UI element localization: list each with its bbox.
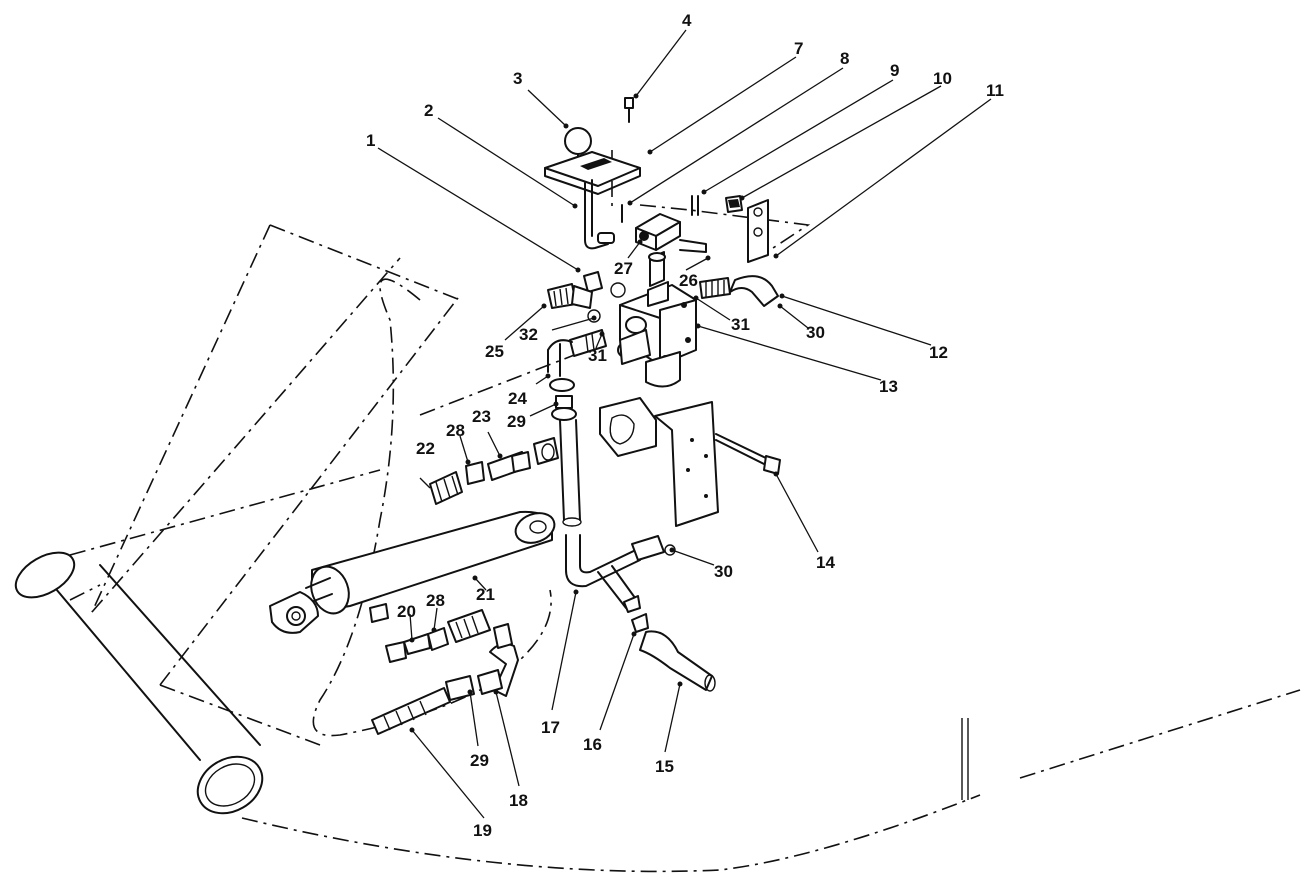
callout-21: 21 [476,585,495,604]
callout-31-left: 31 [588,346,607,365]
mount-bracket [699,195,779,307]
callout-10: 10 [933,69,952,88]
callout-17: 17 [541,718,560,737]
callout-30-upper: 30 [806,323,825,342]
callout-14: 14 [816,553,835,572]
callout-24: 24 [508,389,527,408]
callout-28-lower: 28 [426,591,445,610]
hose-fitting [631,613,716,692]
tube-assembly [547,329,676,613]
callout-7: 7 [794,39,803,58]
callout-19: 19 [473,821,492,840]
callout-9: 9 [890,61,899,80]
valve-linkage [621,195,707,287]
callout-27: 27 [614,259,633,278]
callout-29-lower: 29 [470,751,489,770]
callout-13: 13 [879,377,898,396]
callout-labels: 1 2 3 4 7 8 9 10 11 12 13 14 15 16 17 18… [366,11,1004,840]
callout-23: 23 [472,407,491,426]
control-handle [544,97,641,250]
callout-3: 3 [513,69,522,88]
callout-4: 4 [682,11,692,30]
valve-mount-plate [599,397,781,527]
fittings-upper-left [547,271,626,323]
callout-26: 26 [679,271,698,290]
callout-12: 12 [929,343,948,362]
callout-8: 8 [840,49,849,68]
callout-28-upper: 28 [446,421,465,440]
callout-18: 18 [509,791,528,810]
callout-11: 11 [986,81,1004,100]
fittings-middle [429,437,559,505]
callout-16: 16 [583,735,602,754]
callout-29-upper: 29 [507,412,526,431]
callout-32: 32 [519,325,538,344]
callout-20: 20 [397,602,416,621]
callout-2: 2 [424,101,433,120]
callout-31-right: 31 [731,315,750,334]
fittings-lower [371,609,519,735]
callout-1: 1 [366,131,375,150]
callout-30-lower: 30 [714,562,733,581]
leader-lines [377,29,992,819]
control-valve [617,281,697,388]
axle-tube [14,551,264,815]
callout-22: 22 [416,439,435,458]
callout-25: 25 [485,342,504,361]
callout-15: 15 [655,757,674,776]
hydraulic-cylinder [269,510,556,634]
frame-outline [69,150,1301,873]
